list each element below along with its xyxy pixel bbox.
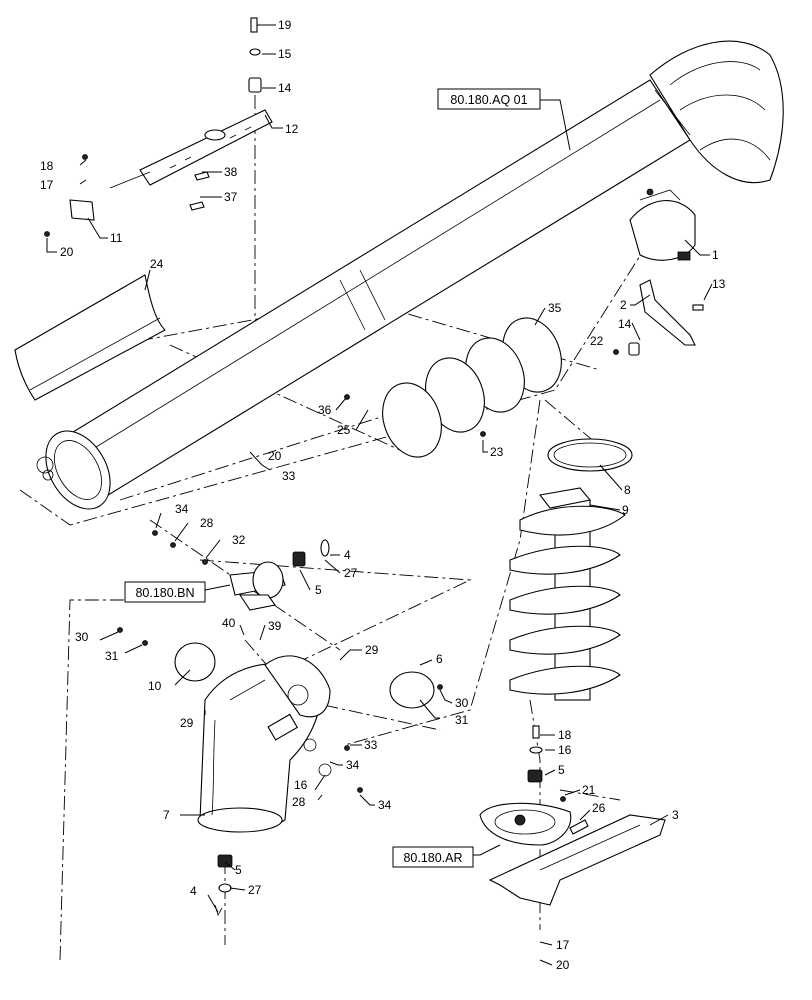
callout: 20 xyxy=(268,449,282,463)
reference-box-bn[interactable]: 80.180.BN xyxy=(124,581,206,603)
callout: 2 xyxy=(620,298,627,312)
callout: 11 xyxy=(110,231,123,245)
callout: 40 xyxy=(222,616,236,630)
callout: 25 xyxy=(337,423,351,437)
callout: 7 xyxy=(163,808,170,822)
callout: 39 xyxy=(268,619,282,633)
callout: 21 xyxy=(582,783,596,797)
part-2-bracket xyxy=(613,279,704,356)
reference-box-ar[interactable]: 80.180.AR xyxy=(392,846,474,868)
reference-label: 80.180.AQ 01 xyxy=(450,93,527,107)
callout: 26 xyxy=(592,801,606,815)
callout: 22 xyxy=(590,334,604,348)
callout: 30 xyxy=(75,630,89,644)
callout: 14 xyxy=(278,81,292,95)
hardware-auger-bottom xyxy=(527,725,543,783)
callouts: 19 15 14 12 18 17 38 37 11 20 24 1 2 13 … xyxy=(40,18,726,972)
callout: 9 xyxy=(622,503,629,517)
hardware-top xyxy=(44,17,262,237)
reference-box-aq01[interactable]: 80.180.AQ 01 xyxy=(437,88,541,110)
callout: 3 xyxy=(672,808,679,822)
callout: 20 xyxy=(556,958,570,972)
callout: 38 xyxy=(224,165,238,179)
part-8-ring xyxy=(547,438,633,472)
part-24-shield xyxy=(14,274,166,401)
part-9-auger-flighting xyxy=(509,487,626,701)
callout: 33 xyxy=(364,738,378,752)
callout: 36 xyxy=(318,403,332,417)
gearbox-base xyxy=(479,796,666,906)
callout: 27 xyxy=(344,566,358,580)
part-7-elbow-housing xyxy=(197,655,363,917)
callout: 17 xyxy=(556,938,570,952)
callout: 6 xyxy=(436,652,443,666)
part-12-bracket xyxy=(109,109,273,189)
callout: 13 xyxy=(712,277,726,291)
callout: 34 xyxy=(378,798,392,812)
callout: 1 xyxy=(712,248,719,262)
callout: 30 xyxy=(455,696,469,710)
callout: 16 xyxy=(558,743,572,757)
callout: 23 xyxy=(490,445,504,459)
callout: 16 xyxy=(294,778,308,792)
callout: 32 xyxy=(232,533,246,547)
auger-tube xyxy=(36,40,784,510)
callout: 19 xyxy=(278,18,292,32)
callout: 37 xyxy=(224,190,238,204)
part-1-clamp-ring xyxy=(629,188,696,261)
callout: 5 xyxy=(235,863,242,877)
leader-lines xyxy=(46,24,713,966)
callout: 24 xyxy=(150,257,164,271)
callout: 4 xyxy=(344,548,351,562)
callout: 5 xyxy=(315,583,322,597)
reference-label: 80.180.AR xyxy=(403,851,462,865)
callout: 34 xyxy=(175,502,189,516)
callout: 17 xyxy=(40,178,54,192)
callout: 15 xyxy=(278,47,292,61)
callout: 31 xyxy=(455,713,469,727)
gearbox-shaft xyxy=(152,530,330,611)
split-rings xyxy=(344,317,562,458)
callout: 4 xyxy=(190,884,197,898)
callout: 8 xyxy=(624,483,631,497)
callout: 14 xyxy=(618,317,632,331)
callout: 20 xyxy=(60,245,74,259)
callout: 35 xyxy=(548,301,562,315)
callout: 12 xyxy=(285,122,299,136)
reference-label: 80.180.BN xyxy=(135,586,194,600)
callout: 33 xyxy=(282,469,296,483)
callout: 18 xyxy=(40,159,54,173)
callout: 18 xyxy=(558,728,572,742)
caps xyxy=(117,627,443,709)
callout: 29 xyxy=(365,643,379,657)
callout: 28 xyxy=(292,795,306,809)
callout: 10 xyxy=(148,679,162,693)
callout: 34 xyxy=(346,758,360,772)
callout: 27 xyxy=(248,883,262,897)
callout: 31 xyxy=(105,649,119,663)
callout: 28 xyxy=(200,516,214,530)
callout: 29 xyxy=(180,716,194,730)
part-11-clamp xyxy=(69,199,95,221)
callout: 5 xyxy=(558,763,565,777)
